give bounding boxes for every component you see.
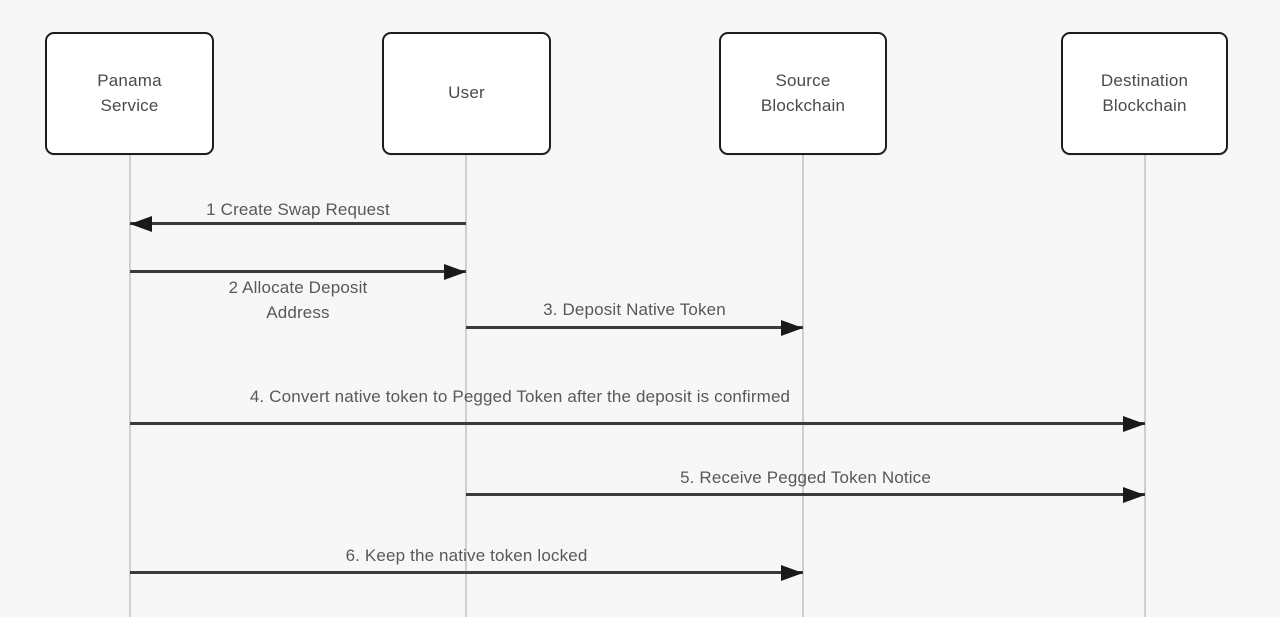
message-line-6 — [130, 571, 803, 574]
participant-box-user[interactable]: User — [382, 32, 551, 155]
arrowhead-right-icon-5 — [1123, 486, 1145, 503]
participant-label-source: Source Blockchain — [760, 70, 846, 115]
lifeline-destination — [1144, 155, 1146, 617]
participant-box-destination[interactable]: Destination Blockchain — [1061, 32, 1228, 155]
message-line-2 — [130, 270, 466, 273]
message-label-6: 6. Keep the native token locked — [345, 546, 588, 565]
participant-box-source[interactable]: Source Blockchain — [719, 32, 887, 155]
message-line-3 — [466, 326, 803, 329]
message-line-1 — [130, 222, 466, 225]
message-label-5: 5. Receive Pegged Token Notice — [680, 468, 931, 487]
arrowhead-right-icon-2 — [444, 263, 466, 280]
participant-label-panama: Panama Service — [97, 70, 162, 115]
message-line-5 — [466, 493, 1145, 496]
participant-label-user: User — [448, 83, 485, 103]
lifeline-panama — [129, 155, 131, 617]
message-label-2: 2 Allocate Deposit Address — [228, 278, 368, 322]
arrowhead-right-icon-3 — [781, 319, 803, 336]
message-label-4: 4. Convert native token to Pegged Token … — [249, 387, 791, 406]
message-line-4 — [130, 422, 1145, 425]
message-label-3: 3. Deposit Native Token — [543, 300, 726, 319]
message-label-1: 1 Create Swap Request — [206, 200, 390, 219]
arrowhead-left-icon-1 — [130, 215, 152, 232]
lifeline-user — [465, 155, 467, 617]
lifeline-source — [802, 155, 804, 617]
arrowhead-right-icon-6 — [781, 564, 803, 581]
participant-box-panama[interactable]: Panama Service — [45, 32, 214, 155]
participant-label-destination: Destination Blockchain — [1100, 70, 1189, 115]
arrowhead-right-icon-4 — [1123, 415, 1145, 432]
